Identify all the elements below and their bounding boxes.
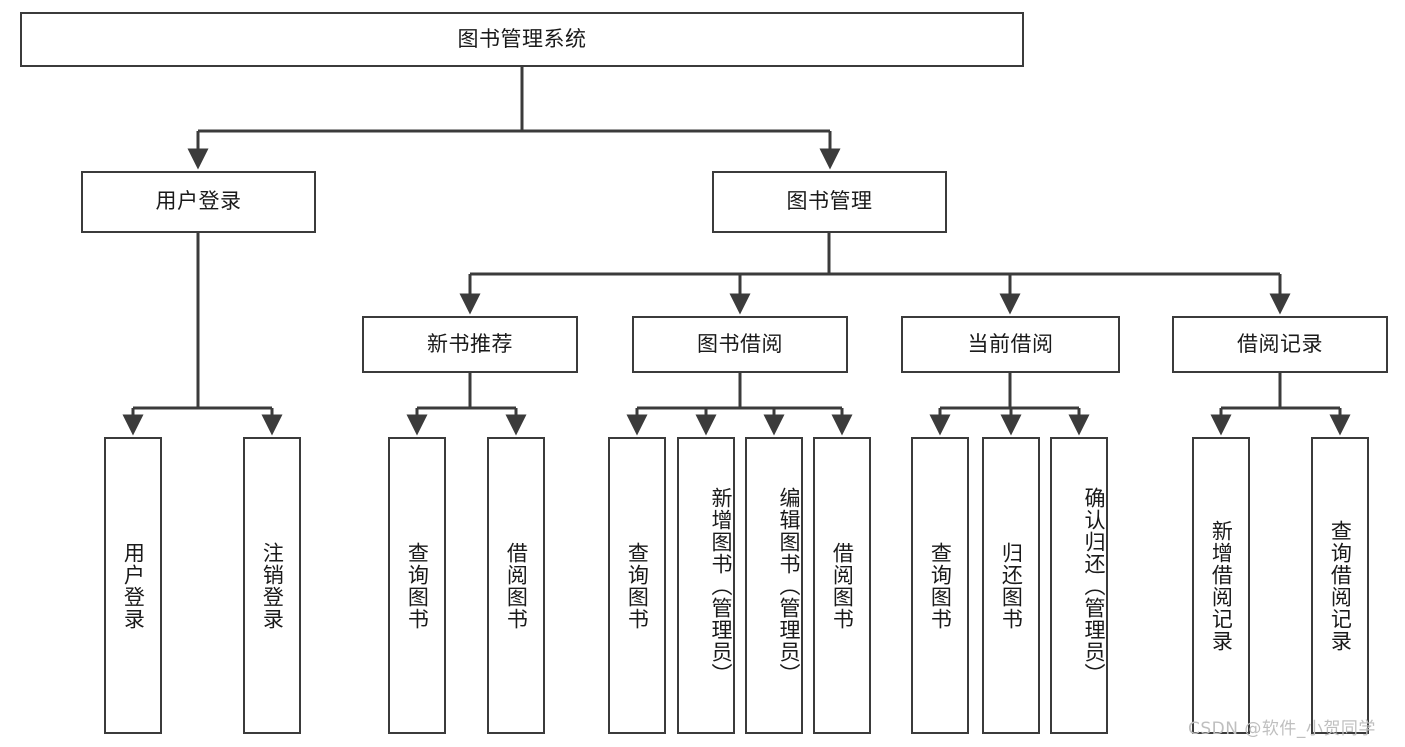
node-level2-current-borrow[interactable]: 当前借阅	[901, 316, 1120, 373]
node-leaf-confirm-return-admin[interactable]: 确认归还（管理员）	[1050, 437, 1108, 734]
node-leaf-user-login[interactable]: 用户登录	[104, 437, 162, 734]
node-leaf-return-book[interactable]: 归还图书	[982, 437, 1040, 734]
node-root[interactable]: 图书管理系统	[20, 12, 1024, 67]
node-leaf-query-book-newbook[interactable]: 查询图书	[388, 437, 446, 734]
node-leaf-add-book-admin[interactable]: 新增图书（管理员）	[677, 437, 735, 734]
node-leaf-query-borrow-record[interactable]: 查询借阅记录	[1311, 437, 1369, 734]
node-level1-user-login[interactable]: 用户登录	[81, 171, 316, 233]
node-leaf-borrow-book-newbook[interactable]: 借阅图书	[487, 437, 545, 734]
node-level1-book-manage[interactable]: 图书管理	[712, 171, 947, 233]
node-leaf-query-book-current[interactable]: 查询图书	[911, 437, 969, 734]
csdn-watermark: CSDN @软件_小贺同学	[1188, 719, 1376, 739]
node-leaf-add-borrow-record[interactable]: 新增借阅记录	[1192, 437, 1250, 734]
node-leaf-edit-book-admin[interactable]: 编辑图书（管理员）	[745, 437, 803, 734]
node-level2-book-borrow[interactable]: 图书借阅	[632, 316, 848, 373]
node-leaf-query-book-borrow[interactable]: 查询图书	[608, 437, 666, 734]
node-level2-borrow-record[interactable]: 借阅记录	[1172, 316, 1388, 373]
node-level2-new-book-recommend[interactable]: 新书推荐	[362, 316, 578, 373]
node-leaf-borrow-book[interactable]: 借阅图书	[813, 437, 871, 734]
node-leaf-logout[interactable]: 注销登录	[243, 437, 301, 734]
